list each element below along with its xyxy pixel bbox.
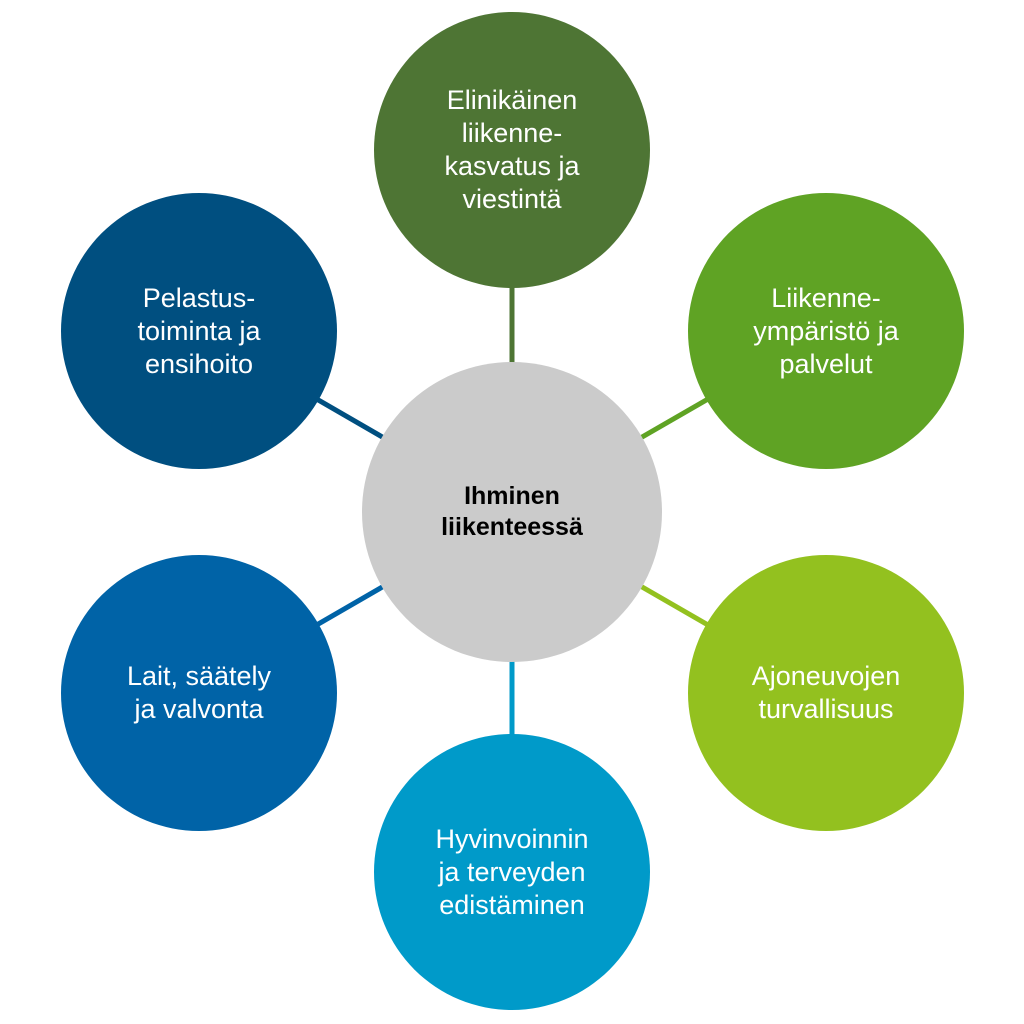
center-node: Ihminen liikenteessä <box>362 362 662 662</box>
node-traffic-environment: Liikenne- ympäristö ja palvelut <box>688 193 964 469</box>
node-laws-regulation: Lait, säätely ja valvonta <box>61 555 337 831</box>
node-vehicle-safety: Ajoneuvojen turvallisuus <box>688 555 964 831</box>
node-label: Pelastus- toiminta ja ensihoito <box>137 282 261 379</box>
node-lifelong-education: Elinikäinen liikenne- kasvatus ja viesti… <box>374 12 650 288</box>
node-rescue-first-aid: Pelastus- toiminta ja ensihoito <box>61 193 337 469</box>
node-label: Ajoneuvojen turvallisuus <box>751 661 901 724</box>
node-health-promotion: Hyvinvoinnin ja terveyden edistäminen <box>374 734 650 1010</box>
node-label: Lait, säätely ja valvonta <box>126 661 272 724</box>
node-label: Liikenne- ympäristö ja palvelut <box>753 282 899 379</box>
center-label: Ihminen liikenteessä <box>441 482 583 541</box>
node-label: Hyvinvoinnin ja terveyden edistäminen <box>435 823 589 920</box>
node-label: Elinikäinen liikenne- kasvatus ja viesti… <box>444 85 580 214</box>
